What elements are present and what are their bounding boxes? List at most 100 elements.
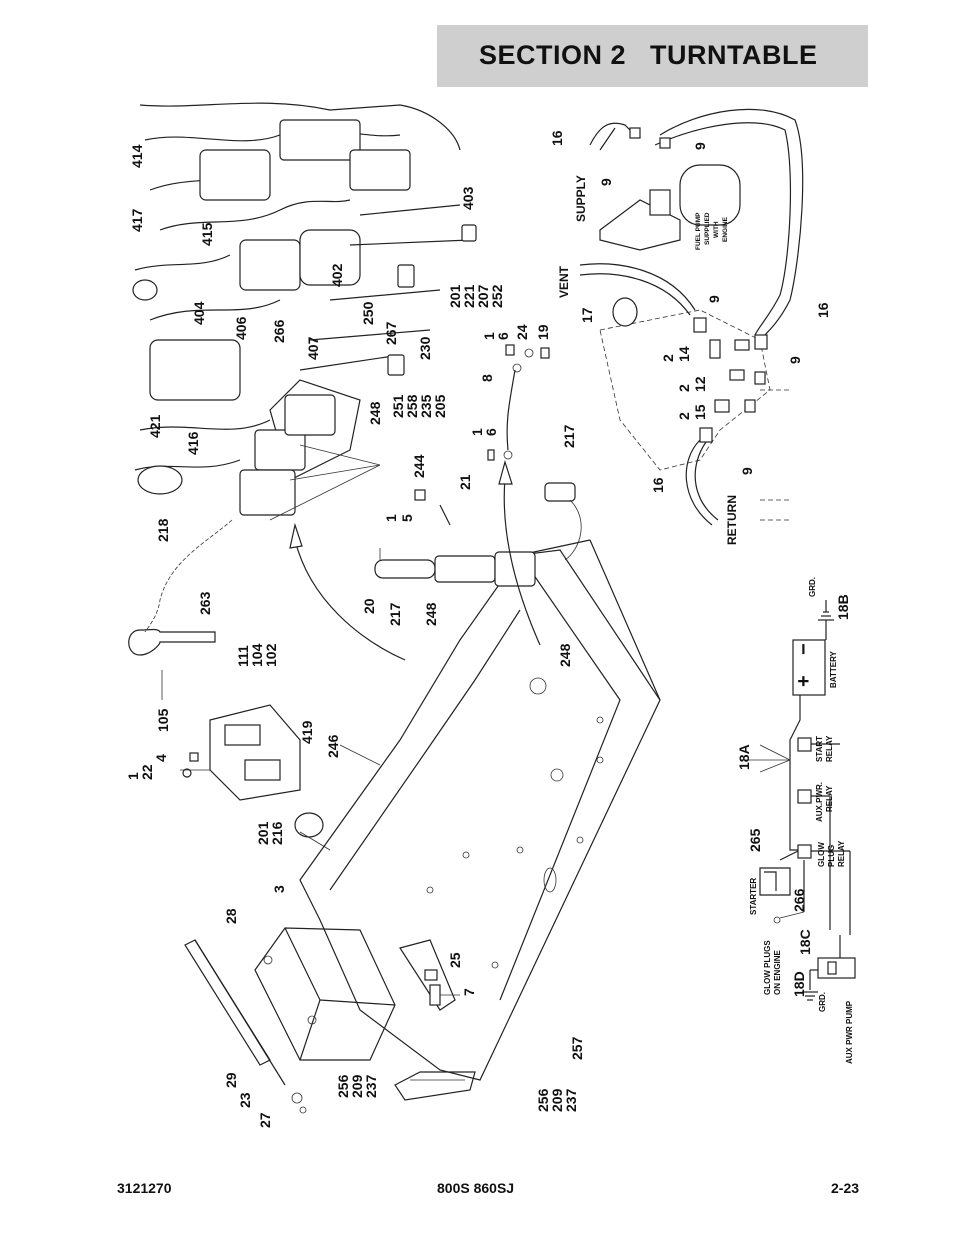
callout: 250 xyxy=(360,301,376,325)
battery-box xyxy=(254,927,396,1061)
callout: 9 xyxy=(598,178,614,186)
callout: 9 xyxy=(692,142,708,150)
fuel-pump-label-line3: WITH xyxy=(713,221,720,238)
schematic-labels: GRD. 18B BATTERY + − 18A START RELAY AUX… xyxy=(736,577,854,1064)
grd-bottom-label: GRD. xyxy=(818,992,827,1012)
callout: 14 xyxy=(676,346,692,362)
callout: 407 xyxy=(305,336,321,360)
callout: 28 xyxy=(223,908,239,924)
callout: 104 xyxy=(249,643,265,667)
supply-label: SUPPLY xyxy=(574,175,588,222)
return-label: RETURN xyxy=(725,495,739,545)
callout: 217 xyxy=(387,602,403,626)
fuel-pump-label-line4: ENGINE xyxy=(722,216,729,242)
callout: 251 xyxy=(390,394,406,418)
callout-266: 266 xyxy=(791,888,807,912)
callout: 102 xyxy=(263,643,279,667)
glow-plug-relay-label-3: RELAY xyxy=(837,840,846,867)
start-relay-label-2: RELAY xyxy=(825,735,834,762)
callout: 1 xyxy=(481,332,497,340)
callout-18b: 18B xyxy=(835,594,851,620)
callout: 201 xyxy=(447,284,463,308)
callout: 421 xyxy=(147,414,163,438)
callout: 25 xyxy=(447,952,463,968)
section-title: SECTION 2 TURNTABLE xyxy=(479,40,818,70)
callout: 7 xyxy=(461,988,477,996)
fuel-pump-label-line2: SUPPLIED xyxy=(704,212,711,245)
callout: 24 xyxy=(514,324,530,340)
fuel-system-sketch xyxy=(579,108,804,526)
callout: 246 xyxy=(325,734,341,758)
bracket-25 xyxy=(399,939,460,1011)
callout: 201 xyxy=(255,821,271,845)
callout: 217 xyxy=(561,424,577,448)
bumper-216 xyxy=(294,812,331,851)
callout: 6 xyxy=(495,332,511,340)
control-box-419 xyxy=(180,704,301,801)
turntable-plate xyxy=(299,539,661,1081)
callout: 1 xyxy=(125,772,141,780)
callout: 237 xyxy=(363,1074,379,1098)
vent-label: VENT xyxy=(557,265,571,298)
callout: 221 xyxy=(461,284,477,308)
fuel-labels: SUPPLY VENT RETURN FUEL PUMP SUPPLIED WI… xyxy=(557,175,739,545)
callout: 9 xyxy=(706,295,722,303)
callout-labels: 414 417 415 404 406 266 407 402 403 250 … xyxy=(125,130,831,1128)
callout: 20 xyxy=(361,598,377,614)
callout: 3 xyxy=(271,885,287,893)
callout: 111 xyxy=(235,645,251,667)
callout: 19 xyxy=(535,324,551,340)
aux-pwr-relay-label-1: AUX.PWR. xyxy=(815,782,824,822)
callout: 258 xyxy=(404,394,420,418)
electrical-schematic xyxy=(745,600,856,1001)
battery-label: BATTERY xyxy=(829,650,838,688)
callout: 16 xyxy=(650,477,666,493)
ground-cable xyxy=(414,344,550,526)
callout: 2 xyxy=(660,354,676,362)
aux-pwr-relay-label-2: RELAY xyxy=(825,785,834,812)
callout: 235 xyxy=(418,394,434,418)
callout: 267 xyxy=(383,321,399,345)
aux-pwr-pump-label: AUX PWR PUMP xyxy=(845,1000,854,1064)
page-number: 2-23 xyxy=(831,1180,860,1196)
battery-plus: + xyxy=(793,675,815,687)
callout: 1 xyxy=(469,428,485,436)
glow-plug-relay-label-2: PLUG xyxy=(827,845,836,867)
callout: 209 xyxy=(349,1074,365,1098)
model-number: 800S 860SJ xyxy=(437,1180,515,1196)
callout: 256 xyxy=(535,1088,551,1112)
callout: 209 xyxy=(549,1088,565,1112)
callout: 21 xyxy=(457,474,473,490)
callout: 402 xyxy=(329,263,345,287)
engine-assembly-sketch xyxy=(132,102,477,516)
callout: 256 xyxy=(335,1074,351,1098)
callout: 16 xyxy=(549,130,565,146)
shaft-assembly xyxy=(374,482,582,587)
callout: 2 xyxy=(676,384,692,392)
section-header: SECTION 2 TURNTABLE xyxy=(437,25,868,87)
callout: 4 xyxy=(153,754,169,762)
callout: 419 xyxy=(299,720,315,744)
callout: 27 xyxy=(257,1112,273,1128)
callout: 23 xyxy=(237,1092,253,1108)
callout: 237 xyxy=(563,1088,579,1112)
callout: 205 xyxy=(432,394,448,418)
starter-label: STARTER xyxy=(749,878,758,915)
callout: 105 xyxy=(155,708,171,732)
callout: 12 xyxy=(692,376,708,392)
callout: 8 xyxy=(479,374,495,382)
chain-and-pin xyxy=(128,519,233,700)
callout: 257 xyxy=(569,1036,585,1060)
callout: 266 xyxy=(271,319,287,343)
callout: 248 xyxy=(423,602,439,626)
callout: 406 xyxy=(233,316,249,340)
callout: 9 xyxy=(787,356,803,364)
glow-plugs-label-2: ON ENGINE xyxy=(773,949,782,995)
callout: 404 xyxy=(191,301,207,325)
callout: 5 xyxy=(399,514,415,522)
callout: 248 xyxy=(557,643,573,667)
callout: 248 xyxy=(367,401,383,425)
callout-18d: 18D xyxy=(791,971,807,997)
callout: 252 xyxy=(489,284,505,308)
